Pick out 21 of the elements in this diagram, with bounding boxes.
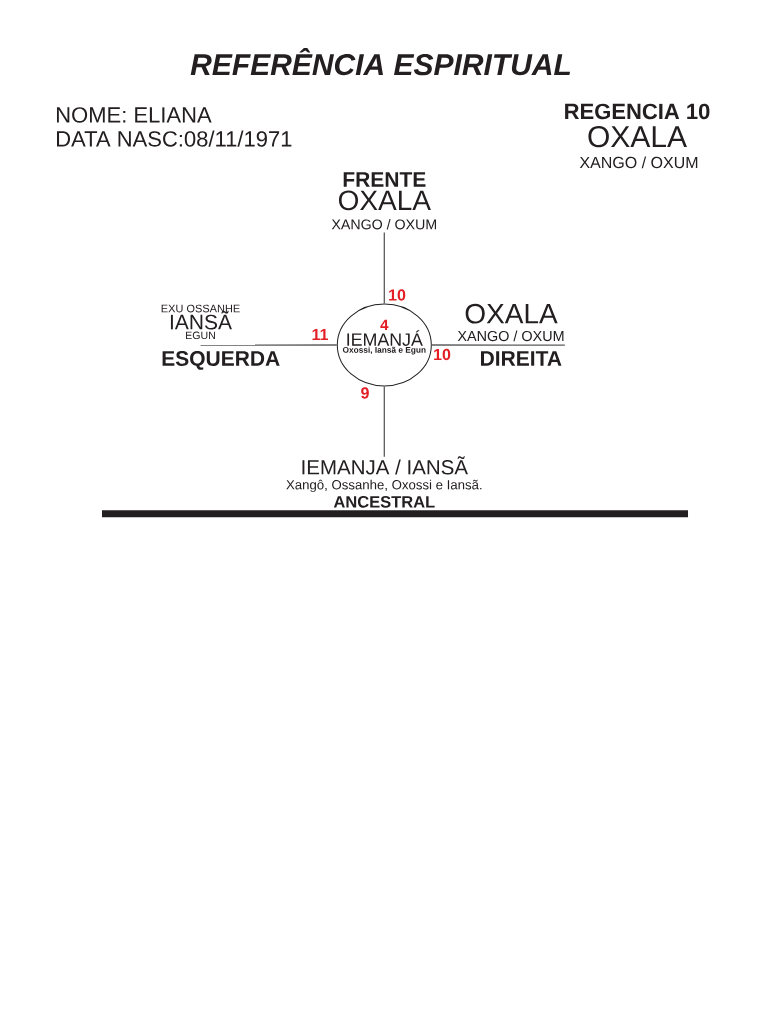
connector-line [383,231,385,305]
ellipse-node: 4 IEMANJÁ Oxossi, Iansã e Egun [336,303,432,387]
connector-line [383,385,385,458]
heading-text: REGENCIA 10 [565,103,710,120]
name-text: OXALA [588,126,687,148]
edge-label: 9 [361,387,369,399]
info-text: NOME: ELIANA [57,107,212,123]
node-text: IEMANJA / IANSÃ Xangô, Ossanhe, Oxossi e Iansã. ANCESTRAL [286,456,482,508]
node-text: EXU OSSANHE IANSÃ EGUN [161,304,240,340]
side-label: DIREITA [481,351,562,366]
node-text: FRENTE OXALA XANGO / OXUM [331,172,436,230]
connector-line [199,344,338,346]
side-label: ESQUERDA [162,351,280,370]
edge-label: 11 [312,329,328,340]
title: REFERÊNCIA ESPIRITUAL [190,48,571,76]
node-text: OXALA XANGO / OXUM [457,303,564,342]
edge-label: 10 [434,348,451,361]
edge-label: 10 [389,289,406,301]
subtitle-text: XANGO / OXUM [579,156,698,169]
connector-line [431,344,566,346]
info-text: DATA NASC:08/11/1971 [57,130,292,147]
